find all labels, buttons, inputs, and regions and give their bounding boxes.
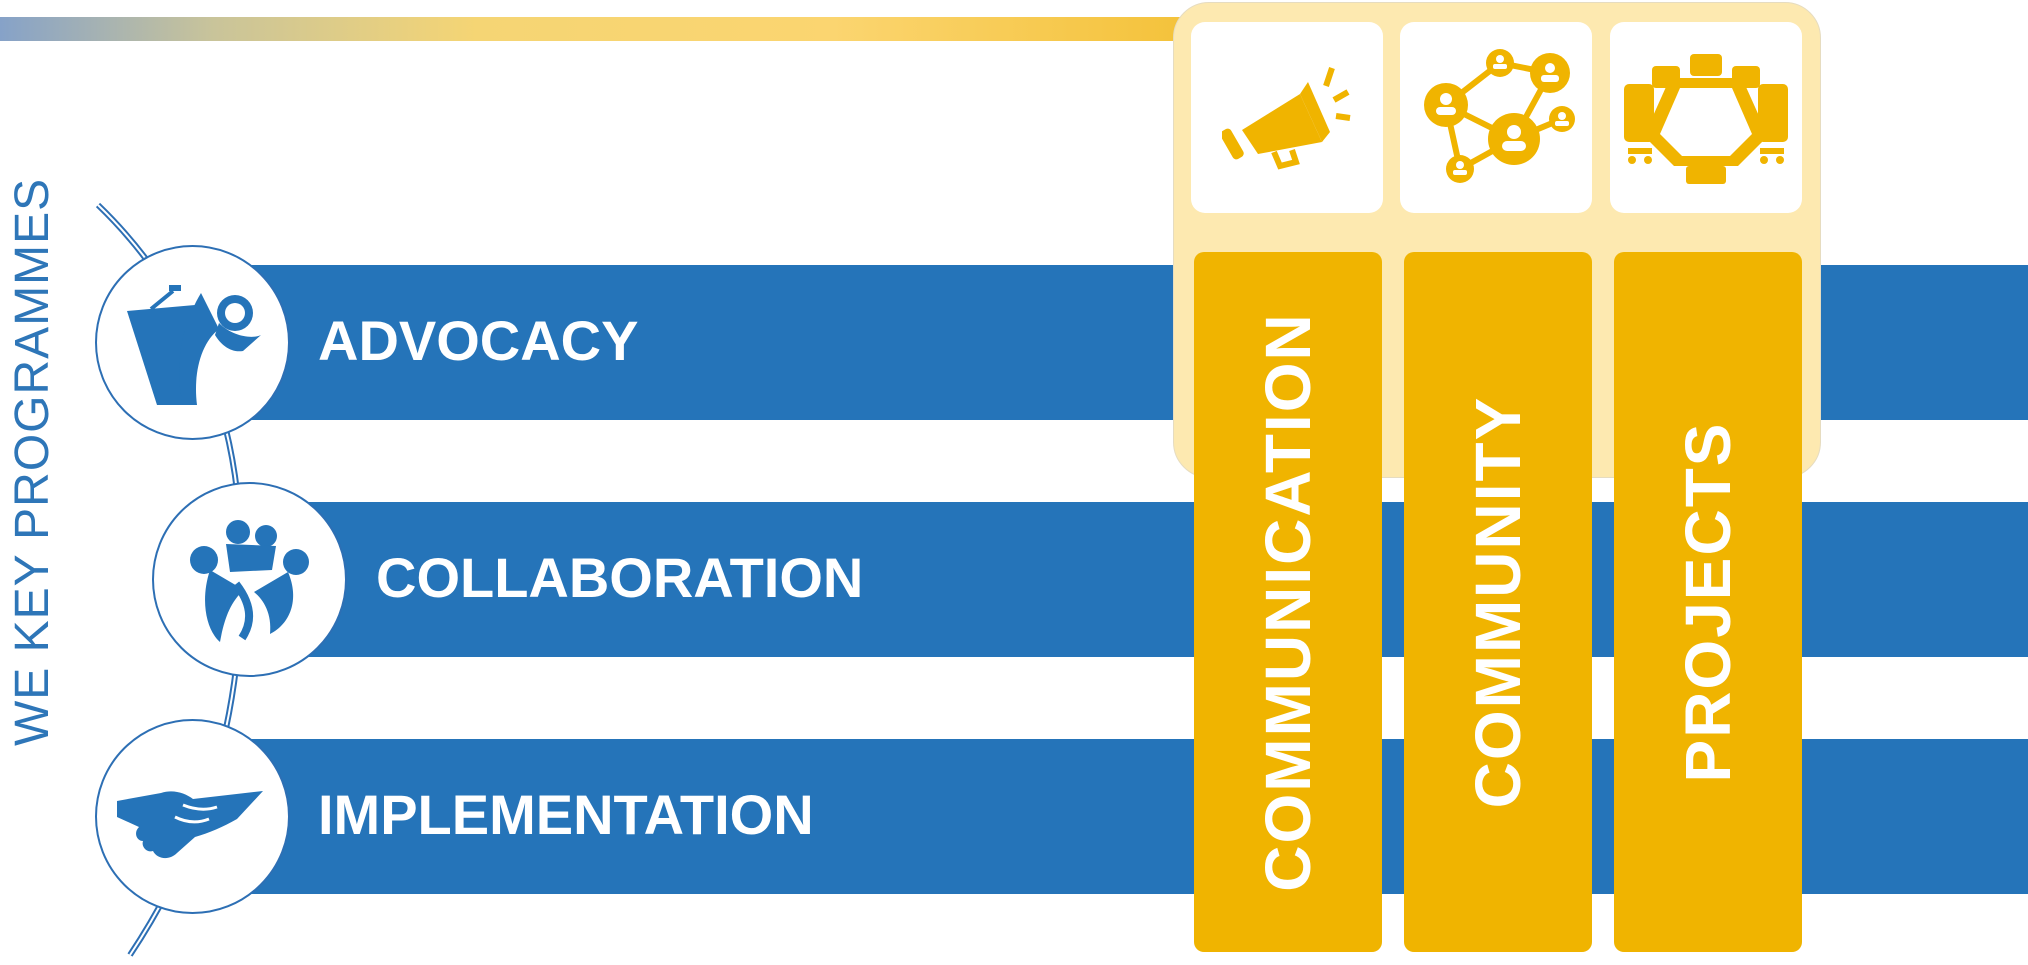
megaphone-icon [1222, 66, 1351, 170]
row-label-collaboration: COLLABORATION [376, 546, 864, 609]
row-label-implementation: IMPLEMENTATION [318, 783, 814, 846]
top-gradient-bar [0, 17, 1190, 41]
implementation-circle [95, 719, 290, 914]
column-projects: PROJECTS [1614, 252, 1802, 952]
column-label-community: COMMUNITY [1462, 395, 1534, 809]
column-communication: COMMUNICATION [1194, 252, 1382, 952]
handshake-icon [116, 790, 263, 858]
collaboration-people-icon [189, 519, 309, 642]
column-label-communication: COMMUNICATION [1252, 312, 1324, 892]
row-label-advocacy: ADVOCACY [318, 309, 639, 372]
tile-projects [1610, 22, 1802, 213]
vertical-title: WE KEY PROGRAMMES [6, 177, 59, 746]
collaboration-circle [152, 482, 347, 677]
meeting-table-icon [1624, 53, 1788, 184]
tile-community [1400, 22, 1592, 213]
tile-communication [1191, 22, 1383, 213]
advocacy-circle [95, 245, 290, 440]
network-people-icon [1424, 48, 1575, 183]
advocacy-speaker-icon [126, 284, 261, 405]
column-label-projects: PROJECTS [1672, 421, 1744, 783]
column-community: COMMUNITY [1404, 252, 1592, 952]
